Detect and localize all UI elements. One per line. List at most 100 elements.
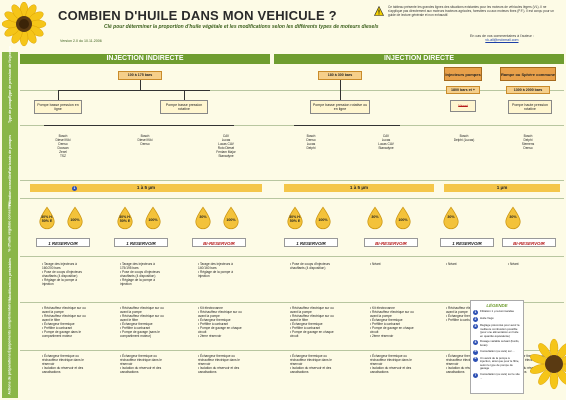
list-item: Échangeur thermique [370,318,416,322]
manufacturers-4: Bosch Denso Lucas Delphi [306,134,316,150]
list-item: Kit électrovanne [370,306,416,310]
sunflower-decoration [529,338,566,390]
list-item: Réchauffeur électrique sur ou avant la p… [42,306,88,314]
filtration-indirect: 1 à 5 µm [30,184,262,192]
manufacturers-6: Bosch Delphi (Lucas) [453,134,475,142]
oil-drop-icon [315,206,331,230]
list-item: Réglage de la pompe à injection [42,278,88,286]
list-item: Réchauffeur électrique sur ou avant le f… [42,314,88,322]
feedback-block: En cas de vos commentaires à l'auteur : … [470,34,534,43]
list-item: Échangeur thermique [42,322,88,326]
pump-type-haute: Pompe haute pression rotative [508,100,552,114]
disclaimer-note: Ce tableau présente les grandes lignes d… [388,5,555,18]
reservoir-badge: BI-RESERVOIR [192,238,246,247]
page-subtitle: Clé pour déterminer la proportion d'huil… [104,24,379,30]
list-item: Pompe de gavage (sans le compartiment mo… [120,330,166,338]
pump-type-1: Pompe basse pression en ligne [34,100,82,114]
pump-type-3: Pompe basse pression rotative ou en lign… [310,100,370,114]
list-item: Réchauffeur électrique sur ou avant la p… [446,306,492,314]
feedback-text: En cas de vos commentaires à l'auteur : [470,34,534,38]
modifications-list: Tarage des injecteurs à 140/160 barsRégl… [198,262,244,278]
warning-icon [374,6,384,16]
legend-number: 2 [473,316,478,322]
list-item: Néant [508,262,554,266]
pressure-indirect: 100 à 175 bars [118,71,162,80]
oil-percent-b: 100% [226,218,236,222]
oil-drop-icon [367,206,383,230]
list-item: Préfiltre à carburant [42,326,88,330]
legend-text: Dosage variable suivant (bords, lucas) [480,339,520,347]
row-label-2: Type de pompe [8,96,12,123]
legend-text: Un avant de la pompe à injection, ainsi … [480,355,520,371]
reservoir-badge: 1 RESERVOIR [36,238,90,247]
list-item: Tarage des injecteurs à 160/200 bars [42,262,88,270]
legend-number: 6 [473,356,478,362]
manufacturers-1: Bosch Diesel Kiki Denso Doosan Zexel TSZ [55,134,71,158]
manufacturers-7: Bosch Delphi Siemens Denso [521,134,535,150]
modifications-list: Tarage des injecteurs à 175/195 barsPose… [120,262,166,286]
list-item: Échangeur thermique ou réchauffeur élect… [370,354,416,366]
modifications-list: Néant [446,262,492,266]
legend-number: 3 [473,323,478,329]
reservoir-badge: 1 RESERVOIR [440,238,494,247]
legend-text: Consultation (ou avis) sur le site ... [480,371,520,380]
list-item: Préfiltre à carburant [446,318,492,322]
oil-drop-icon [505,206,521,230]
equipment-list: Réchauffeur électrique sur ou avant la p… [42,306,88,338]
oil-percent-b: 100% [398,218,408,222]
list-item: Pompe de gavage en chaque circuit [370,326,416,334]
row-label-1: Type de pression de l'injection [8,45,13,99]
manufacturers-2: Bosch Diesel Kiki Denso [137,134,153,146]
list-item: Isolation du réservoir et des canalisati… [42,366,88,374]
oil-drop-icon [39,206,55,230]
oil-drop-icon [145,206,161,230]
feedback-email-link[interactable]: vk-all@mdxmail.com [485,38,519,43]
list-item: Échangeur thermique [198,318,244,322]
injecteurs-pompes-header: Injecteurs pompes [444,67,482,81]
oil-percent-a: 30% [447,215,455,219]
pump-type-neant: Néant [450,100,476,112]
list-item: Réchauffeur électrique sur ou avant le f… [290,314,336,322]
section-direct: INJECTION DIRECTE [274,54,564,64]
section-indirect: INJECTION INDIRECTE [20,54,270,64]
actions-list: Échangeur thermique ou réchauffeur élect… [290,354,336,374]
list-item: Isolation du réservoir et des canalisati… [446,366,492,374]
list-item: Isolation du réservoir et des canalisati… [120,366,166,374]
list-item: Néant [370,262,416,266]
oil-drop-icon [117,206,133,230]
manufacturers-3: CAV Lucas Lucas CAV Roto Diesel Fenlam M… [216,134,236,158]
list-item: Réchauffeur électrique sur ou avant la p… [120,306,166,314]
list-item: Pompe de gavage dans le compartiment mot… [42,330,88,338]
oil-drop-icon [395,206,411,230]
list-item: Pose de coups d'injecteurs chauffants (4… [42,270,88,278]
list-item: Réchauffeur électrique sur ou avant la p… [370,310,416,318]
filtration-direct: 1 à 5 µm [284,184,434,192]
row-label-5: % d'huile végétale conseillée [8,202,13,252]
list-item: Pompe de gavage en chaque circuit [290,330,336,338]
equipment-list: Kit électrovanneRéchauffeur électrique s… [370,306,416,338]
list-item: Préfiltre à carburant [370,322,416,326]
actions-list: Échangeur thermique ou réchauffeur élect… [370,354,416,374]
modifications-list: Tarage des injecteurs à 160/200 barsPose… [42,262,88,286]
pressure-rampe-commune: 1300 à 2000 bars [506,86,550,94]
legend-number: 5 [473,349,478,355]
list-item: Échangeur thermique ou réchauffeur élect… [290,354,336,366]
modifications-list: Néant [370,262,416,266]
oil-percent-b: 100% [70,218,80,222]
oil-percent-a: 30% [371,215,379,219]
pressure-direct: 180 à 300 bars [318,71,362,80]
list-item: Tarage des injecteurs à 140/160 bars [198,262,244,270]
modifications-list: Pose de coups d'injecteurs chauffants (4… [290,262,336,270]
equipment-list: Réchauffeur électrique sur ou avant la p… [120,306,166,338]
list-item: Échangeur thermique [446,314,492,318]
reservoir-badge: 1 RESERVOIR [114,238,168,247]
row-label-4: Filtration conseillée [8,172,12,206]
oil-drop-icon [223,206,239,230]
